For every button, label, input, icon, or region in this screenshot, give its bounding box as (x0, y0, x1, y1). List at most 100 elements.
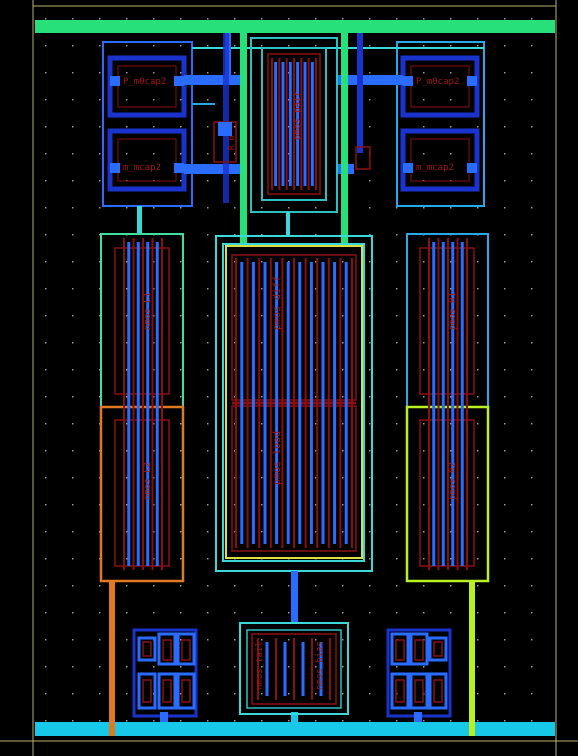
grid-dot (477, 693, 479, 695)
metal-finger (344, 262, 348, 544)
grid-dot (180, 423, 182, 425)
grid-dot (396, 720, 398, 722)
top-right-cell[interactable]: P_m0cap2 m_mcap2 (396, 41, 485, 207)
grid-dot (531, 18, 533, 20)
grid-dot (234, 18, 236, 20)
grid-dot (153, 72, 155, 74)
grid-dot (180, 72, 182, 74)
grid-dot (288, 18, 290, 20)
grid-dot (531, 369, 533, 371)
grid-dot (126, 207, 128, 209)
top-left-cell[interactable]: P_m0cap2 m_mcap2 (102, 41, 193, 207)
grid-dot (99, 126, 101, 128)
grid-dot (45, 666, 47, 668)
grid-dot (126, 45, 128, 47)
grid-dot (288, 180, 290, 182)
grid-dot (234, 261, 236, 263)
bottom-left-cell[interactable] (132, 628, 198, 722)
poly-finger (257, 638, 259, 700)
grid-dot (180, 450, 182, 452)
grid-dot (450, 342, 452, 344)
grid-dot (45, 45, 47, 47)
center-top-cell[interactable]: pmos_pair (240, 33, 348, 243)
grid-dot (261, 369, 263, 371)
grid-dot (261, 585, 263, 587)
center-main-cell[interactable]: pmos_diff pmos_load (215, 235, 373, 572)
grid-dot (72, 315, 74, 317)
grid-dot (531, 261, 533, 263)
grid-dot (126, 693, 128, 695)
grid-dot (207, 45, 209, 47)
grid-dot (153, 666, 155, 668)
grid-dot (477, 207, 479, 209)
grid-dot (423, 18, 425, 20)
grid-dot (261, 477, 263, 479)
grid-dot (72, 531, 74, 533)
grid-dot (72, 477, 74, 479)
poly-finger (235, 258, 237, 548)
grid-dot (396, 423, 398, 425)
metal-finger (240, 262, 244, 544)
poly-finger (466, 238, 468, 570)
grid-dot (72, 504, 74, 506)
grid-dot (288, 72, 290, 74)
grid-dot (72, 207, 74, 209)
grid-dot (72, 18, 74, 20)
grid-dot (315, 693, 317, 695)
grid-dot (153, 261, 155, 263)
vdd-rail[interactable] (35, 20, 555, 33)
grid-dot (180, 207, 182, 209)
grid-dot (45, 693, 47, 695)
grid-dot (180, 315, 182, 317)
grid-dot (45, 720, 47, 722)
poly-finger (285, 58, 288, 190)
grid-dot (342, 423, 344, 425)
grid-dot (45, 504, 47, 506)
grid-dot (234, 450, 236, 452)
grid-dot (504, 558, 506, 560)
grid-dot (450, 45, 452, 47)
grid-dot (72, 261, 74, 263)
grid-dot (153, 504, 155, 506)
poly-finger (311, 638, 313, 700)
grid-dot (207, 639, 209, 641)
grid-dot (396, 558, 398, 560)
grid-dot (207, 450, 209, 452)
grid-dot (450, 72, 452, 74)
grid-dot (180, 288, 182, 290)
poly-finger (161, 238, 163, 570)
metal-finger (288, 62, 292, 186)
grid-dot (153, 423, 155, 425)
grid-dot (315, 504, 317, 506)
bottom-right-cell[interactable] (386, 628, 452, 722)
grid-dot (180, 342, 182, 344)
grid-dot (369, 504, 371, 506)
poly-finger (327, 258, 330, 548)
grid-dot (396, 450, 398, 452)
center-lower-label: pmos_load (272, 431, 283, 485)
grid-dot (504, 693, 506, 695)
grid-dot (153, 45, 155, 47)
grid-dot (126, 342, 128, 344)
grid-dot (342, 612, 344, 614)
left-column-cells[interactable]: nmos_L1 nmos_L2 (99, 233, 185, 583)
grid-dot (99, 207, 101, 209)
grid-dot (369, 612, 371, 614)
grid-dot (531, 531, 533, 533)
grid-dot (261, 612, 263, 614)
poly-finger (275, 638, 277, 700)
grid-dot (531, 315, 533, 317)
grid-dot (99, 369, 101, 371)
bottom-center-cell[interactable]: nmos_tail nmos_bias (239, 622, 349, 715)
grid-dot (342, 531, 344, 533)
grid-dot (153, 99, 155, 101)
grid-dot (477, 666, 479, 668)
grid-dot (531, 126, 533, 128)
right-column-cells[interactable]: pmos_R1 pmos_R2 (405, 233, 490, 583)
grid-dot (531, 666, 533, 668)
grid-dot (234, 180, 236, 182)
grid-dot (234, 315, 236, 317)
grid-dot (396, 288, 398, 290)
